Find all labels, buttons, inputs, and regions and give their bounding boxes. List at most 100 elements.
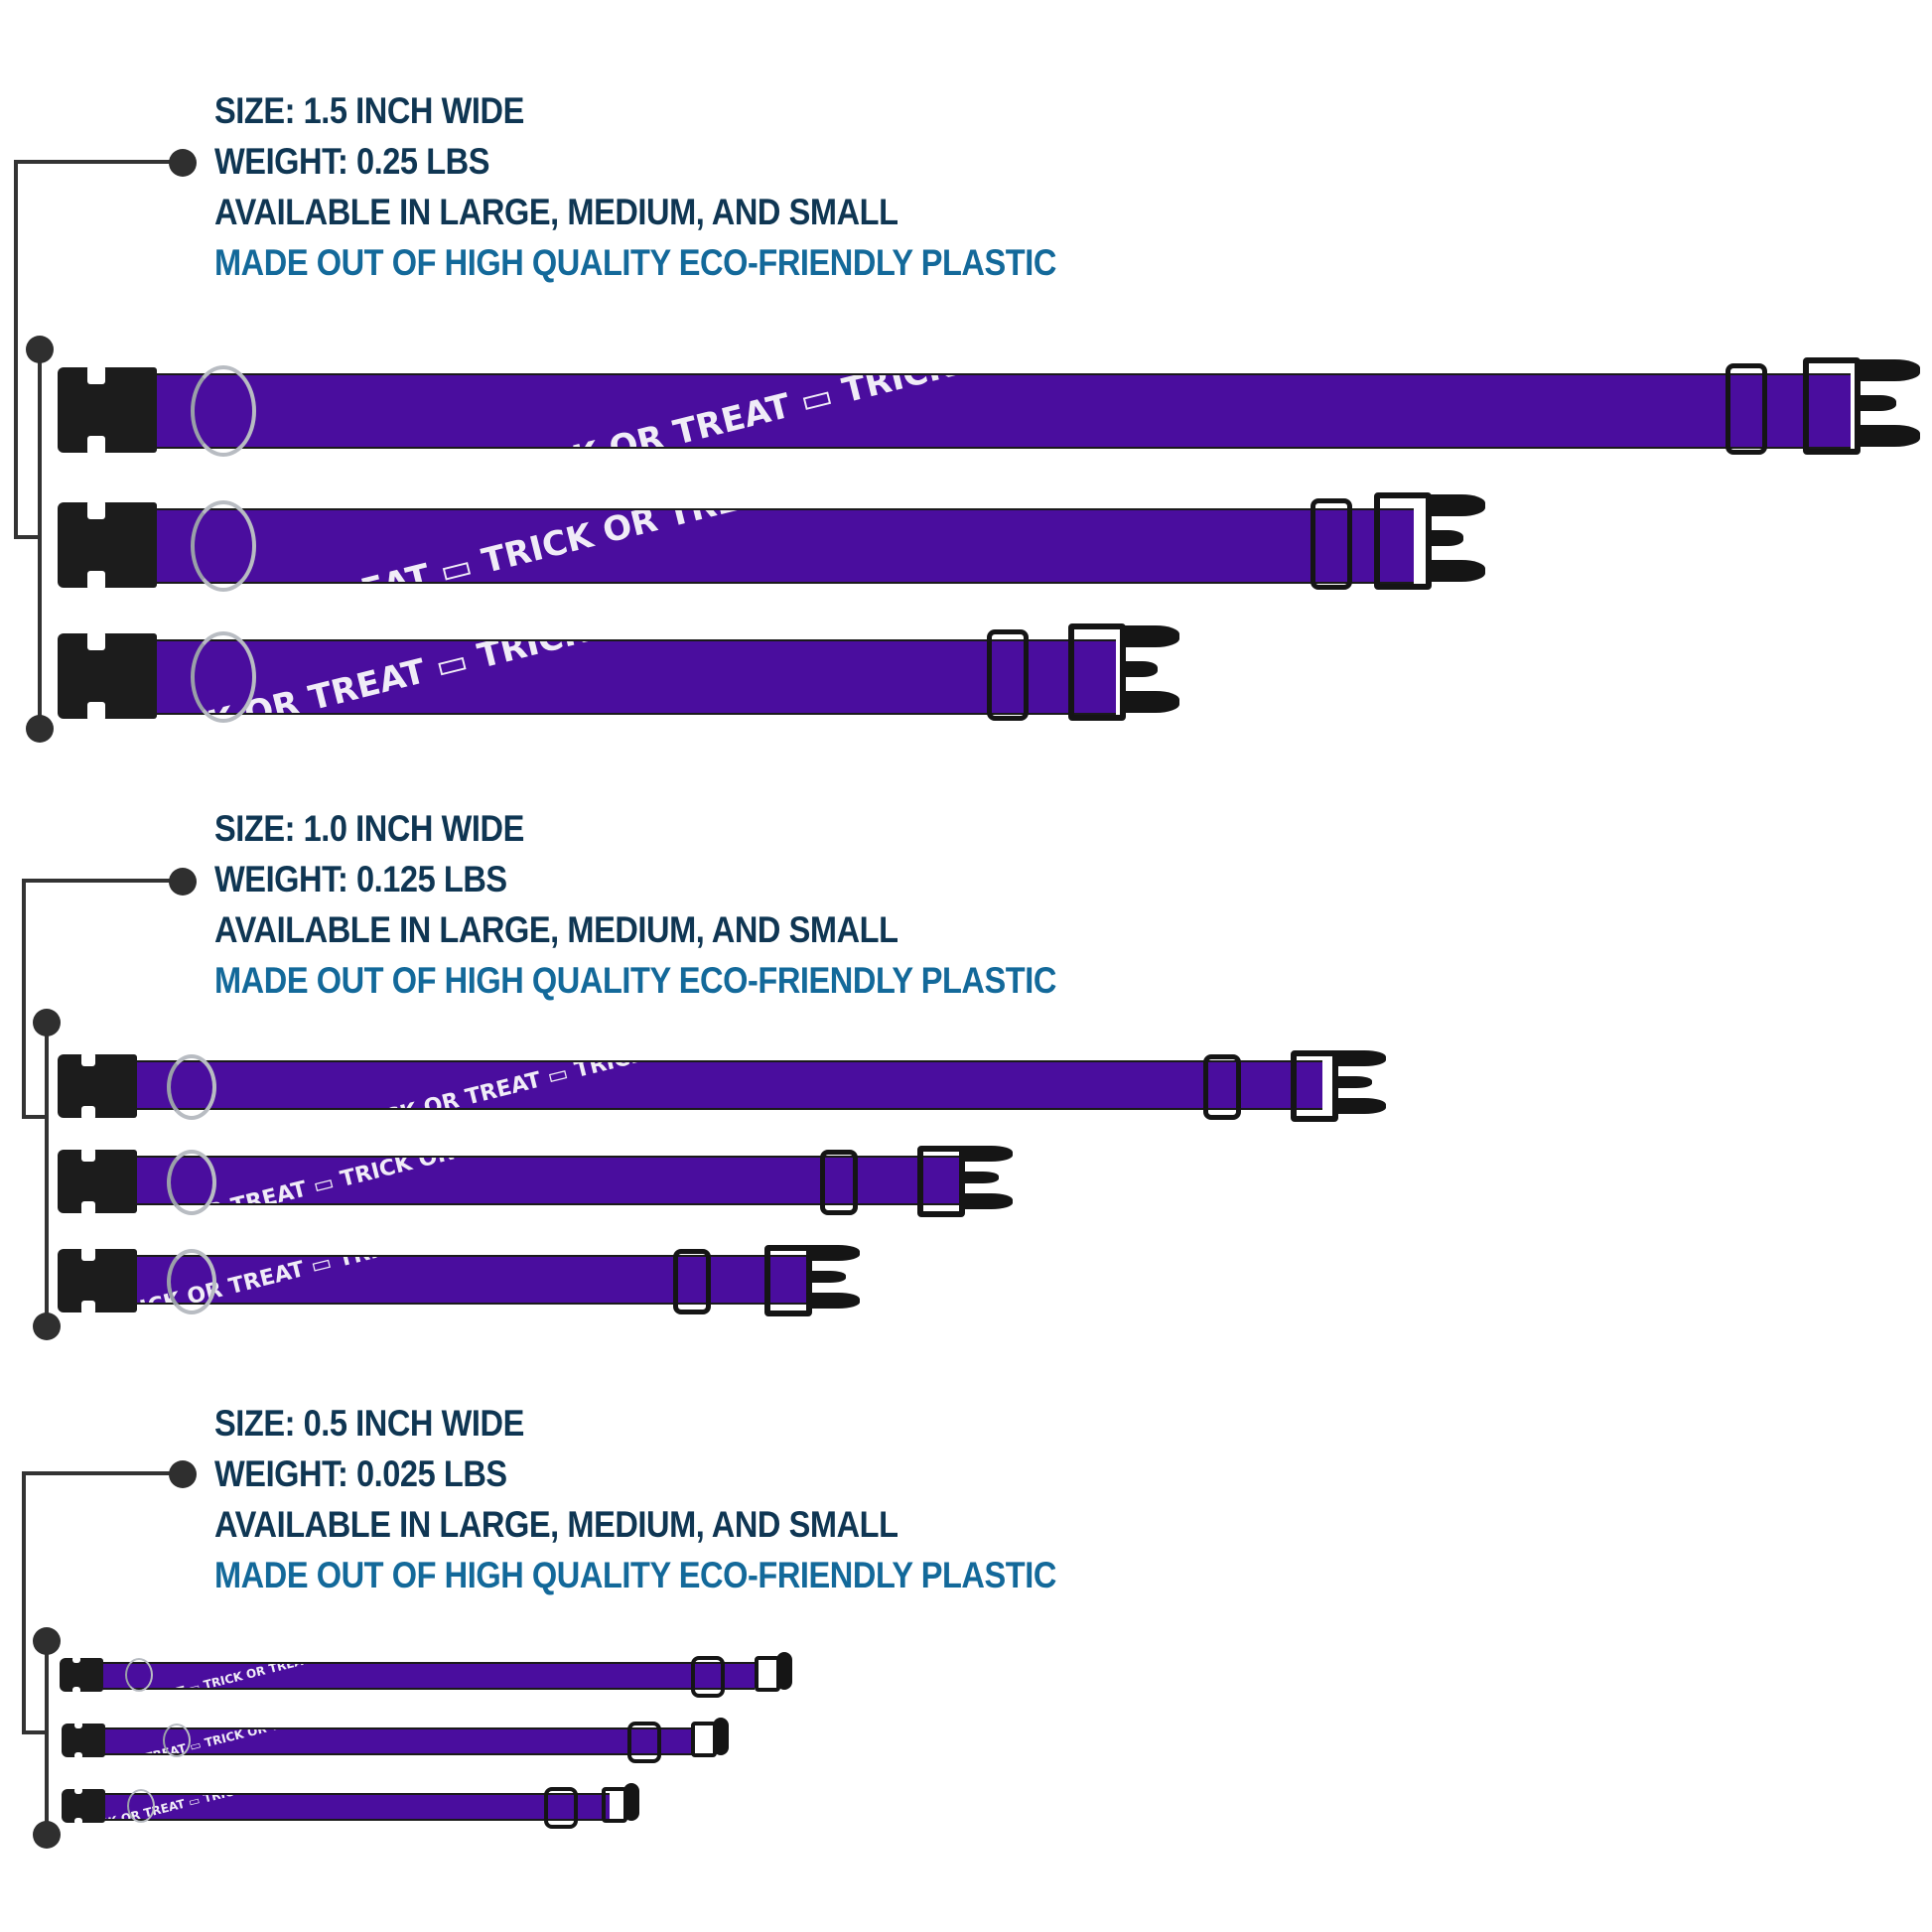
female-buckle-icon xyxy=(58,1247,137,1314)
female-buckle-icon xyxy=(58,365,157,455)
bracket-dot-bottom xyxy=(33,1312,61,1340)
collar-large: TRICK OR TREAT ▭ TRICK OR TREAT ▭ TRICK … xyxy=(60,1652,804,1698)
buckle-prong-icon xyxy=(1857,425,1920,447)
male-buckle-icon xyxy=(1803,357,1861,455)
collar-strap: TRICK OR TREAT ▭ TRICK OR TREAT ▭ TRICK … xyxy=(143,639,1116,715)
collar-strap: TRICK OR TREAT ▭ TRICK OR TREAT ▭ TRICK … xyxy=(143,508,1414,584)
collar-medium: TRICK OR TREAT ▭ TRICK OR TREAT ▭ TRICK … xyxy=(58,492,1487,592)
buckle-prong-icon xyxy=(1120,691,1179,713)
buckle-prong-icon xyxy=(806,1271,846,1283)
weight-spec: WEIGHT: 0.125 LBS xyxy=(214,859,507,899)
connector-dot xyxy=(169,1460,197,1488)
buckle-prong-icon xyxy=(1332,1076,1372,1088)
male-buckle-icon xyxy=(917,1146,965,1217)
connector-line xyxy=(22,1471,26,1733)
female-buckle-icon xyxy=(58,1052,137,1120)
connector-dot xyxy=(169,868,197,896)
d-ring-icon xyxy=(191,500,256,592)
collar-medium: TRICK OR TREAT ▭ TRICK OR TREAT ▭ TRICK … xyxy=(62,1718,741,1763)
collar-strap: TRICK OR TREAT ▭ TRICK OR TREAT ▭ TRICK … xyxy=(131,1060,1322,1110)
male-buckle-icon xyxy=(1068,623,1126,721)
connector-dot xyxy=(169,149,197,177)
buckle-prong-icon xyxy=(959,1193,1013,1209)
slider-icon xyxy=(1311,498,1352,590)
availability-spec: AVAILABLE IN LARGE, MEDIUM, AND SMALL xyxy=(214,192,898,232)
strap-pattern: TRICK OR TREAT ▭ TRICK OR TREAT ▭ TRICK … xyxy=(101,1795,610,1819)
collar-small: TRICK OR TREAT ▭ TRICK OR TREAT ▭ TRICK … xyxy=(58,623,1184,725)
bracket-line xyxy=(45,1640,49,1835)
size-spec: SIZE: 1.0 INCH WIDE xyxy=(214,808,524,849)
d-ring-icon xyxy=(125,1658,153,1692)
strap-pattern: TRICK OR TREAT ▭ TRICK OR TREAT ▭ TRICK … xyxy=(99,1664,755,1688)
female-buckle-icon xyxy=(62,1787,105,1825)
buckle-prong-icon xyxy=(959,1172,999,1183)
connector-line xyxy=(22,879,183,883)
slider-icon xyxy=(544,1787,578,1829)
collar-strap: TRICK OR TREAT ▭ TRICK OR TREAT ▭ TRICK … xyxy=(131,1156,965,1205)
connector-line xyxy=(22,879,26,1118)
slider-icon xyxy=(820,1150,858,1215)
connector-line xyxy=(14,160,18,538)
slider-icon xyxy=(987,629,1029,721)
strap-pattern: TRICK OR TREAT ▭ TRICK OR TREAT ▭ TRICK … xyxy=(143,510,1414,582)
slider-icon xyxy=(627,1722,661,1763)
male-buckle-icon xyxy=(1374,492,1432,590)
connector-line xyxy=(22,1730,48,1734)
collar-small: TRICK OR TREAT ▭ TRICK OR TREAT ▭ TRICK … xyxy=(58,1243,872,1316)
strap-pattern: TRICK OR TREAT ▭ TRICK OR TREAT ▭ TRICK … xyxy=(143,375,1851,447)
slider-icon xyxy=(673,1249,711,1314)
slider-icon xyxy=(691,1656,725,1698)
collar-strap: TRICK OR TREAT ▭ TRICK OR TREAT ▭ TRICK … xyxy=(99,1662,755,1690)
connector-line xyxy=(22,1471,183,1475)
male-buckle-icon xyxy=(764,1245,812,1316)
material-spec: MADE OUT OF HIGH QUALITY ECO-FRIENDLY PL… xyxy=(214,1555,1056,1595)
buckle-prong-icon xyxy=(1120,661,1158,677)
d-ring-icon xyxy=(191,631,256,723)
availability-spec: AVAILABLE IN LARGE, MEDIUM, AND SMALL xyxy=(214,1504,898,1545)
collar-strap: TRICK OR TREAT ▭ TRICK OR TREAT ▭ TRICK … xyxy=(101,1727,693,1755)
buckle-prong-icon xyxy=(806,1293,860,1309)
bracket-dot-bottom xyxy=(26,715,54,743)
slider-icon xyxy=(1203,1054,1241,1120)
bracket-dot-top xyxy=(33,1627,61,1655)
collar-strap: TRICK OR TREAT ▭ TRICK OR TREAT ▭ TRICK … xyxy=(131,1255,806,1305)
male-buckle-icon xyxy=(1291,1050,1338,1122)
connector-line xyxy=(14,160,183,164)
female-buckle-icon xyxy=(58,500,157,590)
d-ring-icon xyxy=(167,1054,216,1120)
buckle-prong-icon xyxy=(1332,1098,1386,1114)
size-spec: SIZE: 0.5 INCH WIDE xyxy=(214,1403,524,1444)
material-spec: MADE OUT OF HIGH QUALITY ECO-FRIENDLY PL… xyxy=(214,242,1056,283)
buckle-prong-icon xyxy=(1332,1050,1386,1066)
bracket-dot-top xyxy=(26,336,54,363)
buckle-prong-icon xyxy=(1857,359,1920,381)
connector-line xyxy=(14,535,40,539)
buckle-prong-icon xyxy=(623,1783,639,1821)
female-buckle-icon xyxy=(58,631,157,721)
slider-icon xyxy=(1725,363,1767,455)
female-buckle-icon xyxy=(62,1722,105,1759)
bracket-line xyxy=(45,1022,49,1326)
collar-medium: TRICK OR TREAT ▭ TRICK OR TREAT ▭ TRICK … xyxy=(58,1144,1026,1217)
bracket-line xyxy=(38,349,42,729)
collar-strap: TRICK OR TREAT ▭ TRICK OR TREAT ▭ TRICK … xyxy=(101,1793,610,1821)
buckle-prong-icon xyxy=(806,1245,860,1261)
buckle-prong-icon xyxy=(776,1652,792,1690)
d-ring-icon xyxy=(167,1249,216,1314)
strap-pattern: TRICK OR TREAT ▭ TRICK OR TREAT ▭ TRICK … xyxy=(143,641,1116,713)
collar-small: TRICK OR TREAT ▭ TRICK OR TREAT ▭ TRICK … xyxy=(62,1783,653,1829)
d-ring-icon xyxy=(163,1724,191,1757)
buckle-prong-icon xyxy=(1857,395,1896,411)
weight-spec: WEIGHT: 0.025 LBS xyxy=(214,1453,507,1494)
buckle-prong-icon xyxy=(959,1146,1013,1162)
female-buckle-icon xyxy=(58,1148,137,1215)
d-ring-icon xyxy=(167,1150,216,1215)
female-buckle-icon xyxy=(60,1656,103,1694)
collar-large: TRICK OR TREAT ▭ TRICK OR TREAT ▭ TRICK … xyxy=(58,1048,1393,1122)
d-ring-icon xyxy=(127,1789,155,1823)
collar-large: TRICK OR TREAT ▭ TRICK OR TREAT ▭ TRICK … xyxy=(58,357,1924,457)
collar-strap: TRICK OR TREAT ▭ TRICK OR TREAT ▭ TRICK … xyxy=(143,373,1851,449)
d-ring-icon xyxy=(191,365,256,457)
buckle-prong-icon xyxy=(713,1718,729,1755)
buckle-prong-icon xyxy=(1120,625,1179,647)
